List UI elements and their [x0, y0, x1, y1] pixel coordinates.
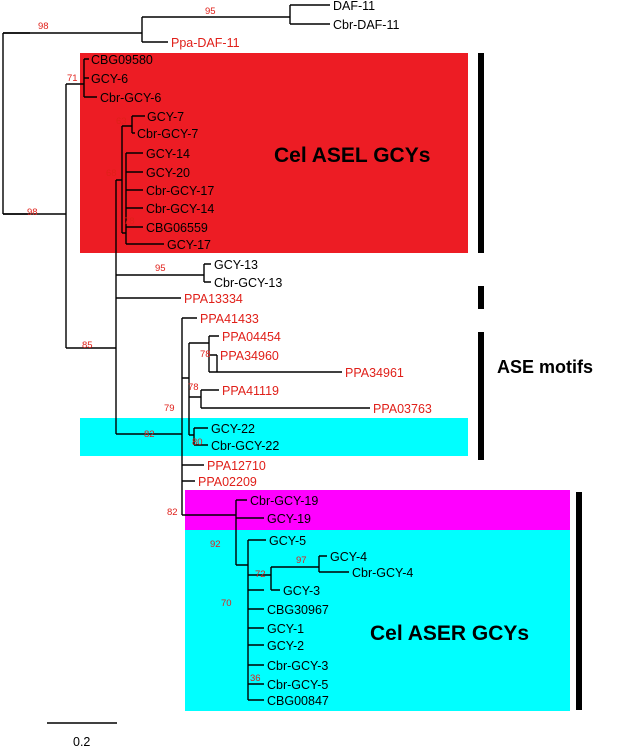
taxon-cbr-gcy3: Cbr-GCY-3	[267, 659, 328, 673]
branch-aser-clade	[193, 499, 264, 566]
branch-gcy6-clade	[66, 58, 97, 98]
bootstrap-98-root: 98	[27, 207, 38, 218]
taxon-ppa-daf11: Ppa-DAF-11	[171, 36, 240, 50]
bootstrap-97: 97	[296, 555, 307, 566]
bootstrap-79: 79	[164, 403, 175, 414]
asel-group-bar	[478, 53, 484, 253]
branch-asel-lower	[116, 115, 145, 233]
bootstrap-78-a: 78	[200, 349, 211, 360]
ase-motifs-title: ASE motifs	[497, 357, 593, 377]
taxon-ppa02209: PPA02209	[198, 475, 257, 489]
taxon-ppa04454: PPA04454	[222, 330, 281, 344]
branch-ppa-inner	[182, 335, 219, 435]
taxon-cbr-gcy4: Cbr-GCY-4	[352, 566, 413, 580]
taxon-gcy13: GCY-13	[214, 258, 258, 272]
taxon-ppa34960: PPA34960	[220, 349, 279, 363]
branch-ppa41119	[189, 389, 370, 409]
taxon-gcy1: GCY-1	[267, 622, 304, 636]
taxon-ppa03763: PPA03763	[373, 402, 432, 416]
taxon-gcy6: GCY-6	[91, 72, 128, 86]
taxon-gcy14: GCY-14	[146, 147, 190, 161]
ase-motif-box	[80, 418, 468, 456]
taxon-cbr-gcy19: Cbr-GCY-19	[250, 494, 318, 508]
taxon-gcy5: GCY-5	[269, 534, 306, 548]
branch-daf-clade	[3, 4, 330, 43]
bootstrap-95-gcy13: 95	[155, 263, 166, 274]
bootstrap-78-asel: 78	[124, 216, 135, 227]
gcy19-box	[185, 490, 570, 530]
taxon-cbr-gcy7: Cbr-GCY-7	[137, 127, 198, 141]
branch-ppa12710	[182, 464, 204, 516]
taxon-ppa12710: PPA12710	[207, 459, 266, 473]
taxon-cbg00847: CBG00847	[267, 694, 329, 708]
taxon-cbr-gcy22: Cbr-GCY-22	[211, 439, 279, 453]
bootstrap-70: 70	[221, 598, 232, 609]
taxon-cbg06559: CBG06559	[146, 221, 208, 235]
taxon-ppa34961: PPA34961	[345, 366, 404, 380]
branch-lower-clade	[66, 180, 117, 434]
aser-group-title: Cel ASER GCYs	[370, 622, 529, 645]
branch-ppa34961	[209, 355, 342, 373]
bootstrap-values: 98 95 71 63 68 78 98 95 85 78 78 79 82 8…	[27, 6, 307, 684]
taxon-gcy17: GCY-17	[167, 238, 211, 252]
branch-root	[2, 32, 30, 215]
taxon-daf11: DAF-11	[333, 0, 375, 13]
taxon-gcy20: GCY-20	[146, 166, 190, 180]
bootstrap-71: 71	[67, 73, 78, 84]
bootstrap-95-daf: 95	[205, 6, 216, 17]
branch-gcy13	[116, 263, 211, 283]
taxon-cbr-gcy6: Cbr-GCY-6	[100, 91, 161, 105]
taxon-cbr-gcy17: Cbr-GCY-17	[146, 184, 214, 198]
branch-aser-inner	[247, 539, 266, 701]
aser-group-box	[185, 530, 570, 711]
scale-bar-label: 0.2	[73, 735, 90, 749]
bootstrap-80: 80	[192, 437, 203, 448]
taxon-gcy7: GCY-7	[147, 110, 184, 124]
taxon-ppa13334: PPA13334	[184, 292, 243, 306]
taxon-cbr-gcy14: Cbr-GCY-14	[146, 202, 214, 216]
aser-group-bar	[576, 492, 582, 710]
tree-branches	[2, 4, 370, 701]
bootstrap-78-b: 78	[188, 382, 199, 393]
bootstrap-72: 72	[255, 569, 266, 580]
bootstrap-98-top: 98	[38, 21, 49, 32]
taxon-gcy19: GCY-19	[267, 512, 311, 526]
ase-motif-bar-short	[478, 286, 484, 309]
taxon-gcy22: GCY-22	[211, 422, 255, 436]
branch-gcy3-clade	[248, 555, 349, 591]
taxon-ppa41119: PPA41119	[222, 384, 279, 398]
taxon-gcy2: GCY-2	[267, 639, 304, 653]
asel-group-title: Cel ASEL GCYs	[274, 144, 430, 167]
taxon-gcy4: GCY-4	[330, 550, 367, 564]
branch-asel-rake	[122, 152, 164, 245]
branch-main	[3, 84, 67, 348]
taxon-gcy3: GCY-3	[283, 584, 320, 598]
taxon-cbr-daf11: Cbr-DAF-11	[333, 18, 399, 32]
bootstrap-68: 68	[106, 168, 117, 179]
taxon-cbg30967: CBG30967	[267, 603, 329, 617]
ase-motif-bar-long	[478, 332, 484, 460]
taxon-cbr-gcy13: Cbr-GCY-13	[214, 276, 282, 290]
taxon-ppa41433: PPA41433	[200, 312, 259, 326]
branch-gcy22	[189, 427, 208, 446]
bootstrap-36: 36	[250, 673, 261, 684]
bootstrap-63: 63	[116, 116, 127, 127]
taxon-cbr-gcy5: Cbr-GCY-5	[267, 678, 328, 692]
bootstrap-85: 85	[82, 340, 93, 351]
bootstrap-82-aser: 82	[167, 507, 178, 518]
bootstrap-82-gcy22: 82	[144, 429, 155, 440]
taxon-labels: DAF-11 Cbr-DAF-11 Ppa-DAF-11 CBG09580 GC…	[91, 0, 432, 708]
taxon-cbg09580: CBG09580	[91, 53, 153, 67]
asel-group-box	[80, 53, 468, 253]
bootstrap-92: 92	[210, 539, 221, 550]
branch-ase-motif	[116, 317, 197, 515]
